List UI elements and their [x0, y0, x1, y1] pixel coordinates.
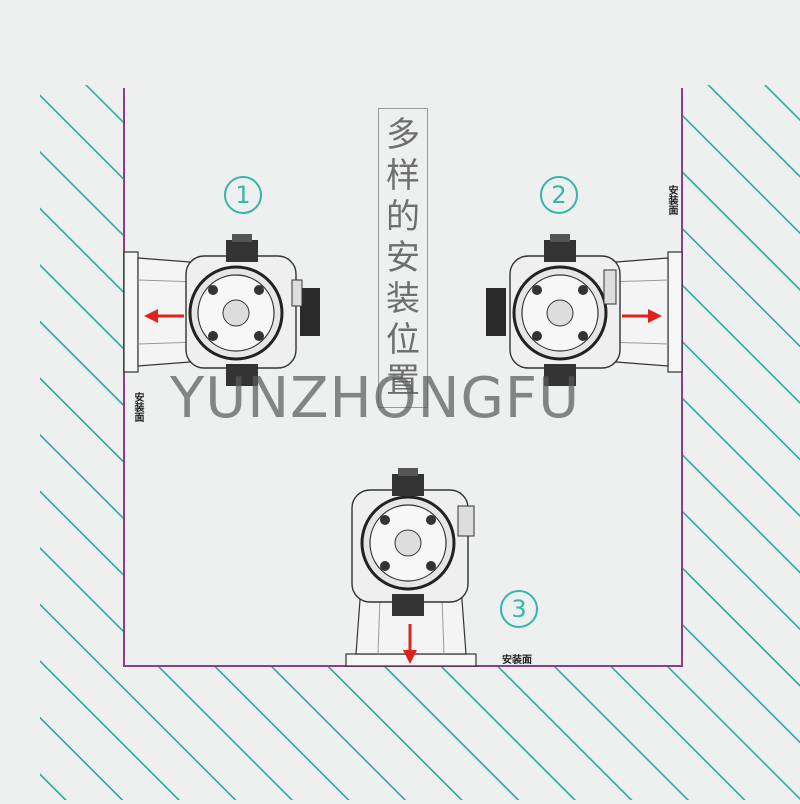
mount-label-3: 安装面 — [502, 655, 532, 666]
direction-arrow-2 — [622, 309, 662, 323]
floor-hatch — [124, 666, 682, 800]
title-box: 多 样 的 安 装 位 置 — [378, 108, 428, 408]
watermark-text: YUNZHONGFU — [170, 366, 581, 431]
direction-arrow-3 — [403, 624, 417, 664]
mount-label-2: 安装面 — [666, 185, 677, 215]
page-title: 多 样 的 安 装 位 置 — [386, 115, 420, 401]
mount-label-1: 安装面 — [132, 392, 143, 422]
position-badge-3: 3 — [500, 590, 538, 628]
pump-2 — [486, 234, 683, 386]
position-badge-2: 2 — [540, 176, 578, 214]
right-wall-hatch — [682, 85, 800, 800]
position-badge-1: 1 — [224, 176, 262, 214]
pump-1 — [123, 234, 320, 386]
left-wall-hatch — [40, 85, 124, 800]
direction-arrow-1 — [144, 309, 184, 323]
pump-3 — [345, 468, 477, 667]
